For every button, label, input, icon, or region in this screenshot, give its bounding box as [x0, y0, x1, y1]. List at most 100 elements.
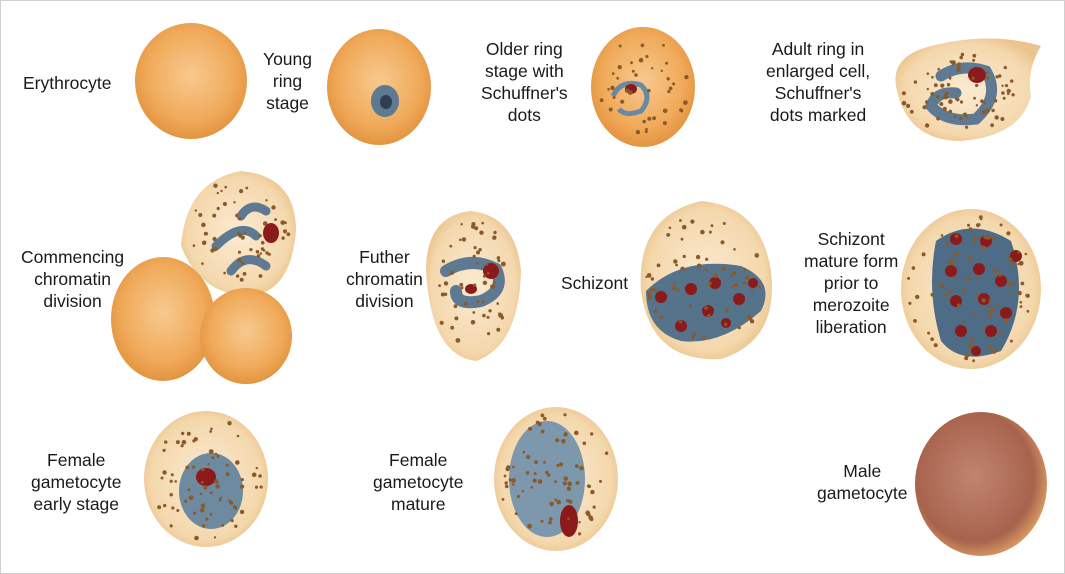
schuffner-dot: [549, 502, 554, 507]
schuffner-dot: [233, 506, 237, 510]
schuffner-dot: [993, 269, 998, 274]
schuffner-dot: [240, 278, 244, 282]
schuffner-dot: [202, 524, 205, 527]
schuffner-dot: [923, 105, 927, 109]
schuffner-dot: [223, 272, 226, 275]
schuffner-dot: [1020, 301, 1023, 304]
label-erythrocyte: Erythrocyte: [23, 72, 112, 94]
schuffner-dot: [988, 345, 993, 350]
schuffner-dot: [657, 264, 661, 268]
schuffner-dot: [564, 476, 568, 480]
schuffner-dot: [705, 258, 708, 261]
schuffner-dot: [654, 309, 658, 313]
schuffner-dot: [976, 293, 979, 296]
schuffner-dot: [636, 130, 640, 134]
schuffner-dot: [241, 236, 245, 240]
schuffner-dot: [454, 316, 458, 320]
schuffner-dot: [964, 288, 967, 291]
schuffner-dot: [720, 240, 724, 244]
schuffner-dot: [725, 308, 729, 312]
schuffner-dot: [982, 110, 987, 115]
schuffner-dot: [997, 303, 1000, 306]
schuffner-dot: [902, 91, 906, 95]
schuffner-dot: [181, 432, 184, 435]
schuffner-dot: [201, 262, 204, 265]
schuffner-dot: [583, 442, 587, 446]
schuffner-dot: [235, 460, 240, 465]
schuffner-dot: [951, 60, 956, 65]
schuffner-dot: [647, 292, 651, 296]
schuffner-dot: [1013, 282, 1015, 284]
schuffner-dot: [925, 123, 929, 127]
schuffner-dot: [980, 218, 983, 221]
schuffner-dot: [645, 130, 648, 133]
schuffner-dot: [1010, 79, 1013, 82]
label-commencing-division: Commencing chromatin division: [21, 246, 124, 312]
label-schizont-mature: Schizont mature form prior to merozoite …: [804, 228, 898, 338]
schuffner-dot: [485, 263, 488, 266]
label-schizont: Schizont: [561, 272, 628, 294]
schuffner-dot: [961, 53, 964, 56]
schuffner-dot: [163, 504, 166, 507]
schuffner-dot: [200, 493, 203, 496]
schuffner-dot: [619, 45, 622, 48]
schuffner-dot: [509, 478, 512, 481]
schuffner-dot: [170, 480, 173, 483]
schuffner-dot: [647, 117, 651, 121]
schuffner-dot: [214, 536, 216, 538]
schuffner-dot: [528, 427, 532, 431]
schuffner-dot: [949, 110, 953, 114]
schuffner-dot: [512, 483, 515, 486]
schuffner-dot: [213, 184, 217, 188]
schuffner-dot: [482, 314, 486, 318]
schuffner-dot: [680, 110, 683, 113]
schuffner-dot: [226, 464, 229, 467]
schuffner-dot: [949, 290, 953, 294]
schuffner-dot: [697, 264, 702, 269]
schuffner-dot: [217, 207, 220, 210]
schuffner-dot: [438, 284, 441, 287]
schuffner-dot: [170, 524, 173, 527]
schuffner-dot: [259, 274, 263, 278]
schuffner-dot: [217, 455, 220, 458]
schuffner-dot: [238, 251, 241, 254]
schuffner-dot: [973, 236, 977, 240]
schuffner-dot: [171, 473, 174, 476]
schuffner-dot: [632, 70, 635, 73]
schuffner-dot: [711, 224, 714, 227]
schuffner-dot: [758, 286, 760, 288]
schuffner-dot: [511, 478, 516, 483]
schuffner-dot: [600, 98, 604, 102]
schuffner-dot: [252, 473, 257, 478]
schuffner-dot: [990, 123, 994, 127]
schuffner-dot: [616, 77, 619, 80]
young-ring-cell: [327, 29, 431, 145]
schuffner-dot: [913, 319, 917, 323]
schuffner-dot: [483, 275, 486, 278]
schuffner-dot: [645, 276, 647, 278]
schuffner-dot: [271, 205, 275, 209]
schuffner-dot: [567, 517, 570, 520]
schuffner-dot: [949, 77, 952, 80]
schuffner-dot: [966, 277, 971, 282]
schuffner-dot: [681, 238, 684, 241]
schuffner-dot: [1011, 93, 1014, 96]
schuffner-dot: [543, 461, 546, 464]
schuffner-dot: [284, 221, 287, 224]
schuffner-dot: [978, 223, 981, 226]
schuffner-dot: [925, 100, 929, 104]
schuffner-dot: [210, 513, 213, 516]
schuffner-dot: [449, 245, 452, 248]
schuffner-dot: [730, 275, 733, 278]
schuffner-dot: [1025, 253, 1028, 256]
schuffner-dot: [567, 482, 572, 487]
schuffner-dot: [471, 320, 476, 325]
schuffner-dot: [983, 326, 986, 329]
schuffner-dot: [910, 110, 914, 114]
schuffner-dot: [988, 299, 991, 302]
schuffner-dot: [554, 480, 557, 483]
schuffner-dot: [590, 490, 594, 494]
schuffner-dot: [260, 485, 263, 488]
schuffner-dot: [980, 99, 984, 103]
schuffner-dot: [682, 225, 687, 230]
